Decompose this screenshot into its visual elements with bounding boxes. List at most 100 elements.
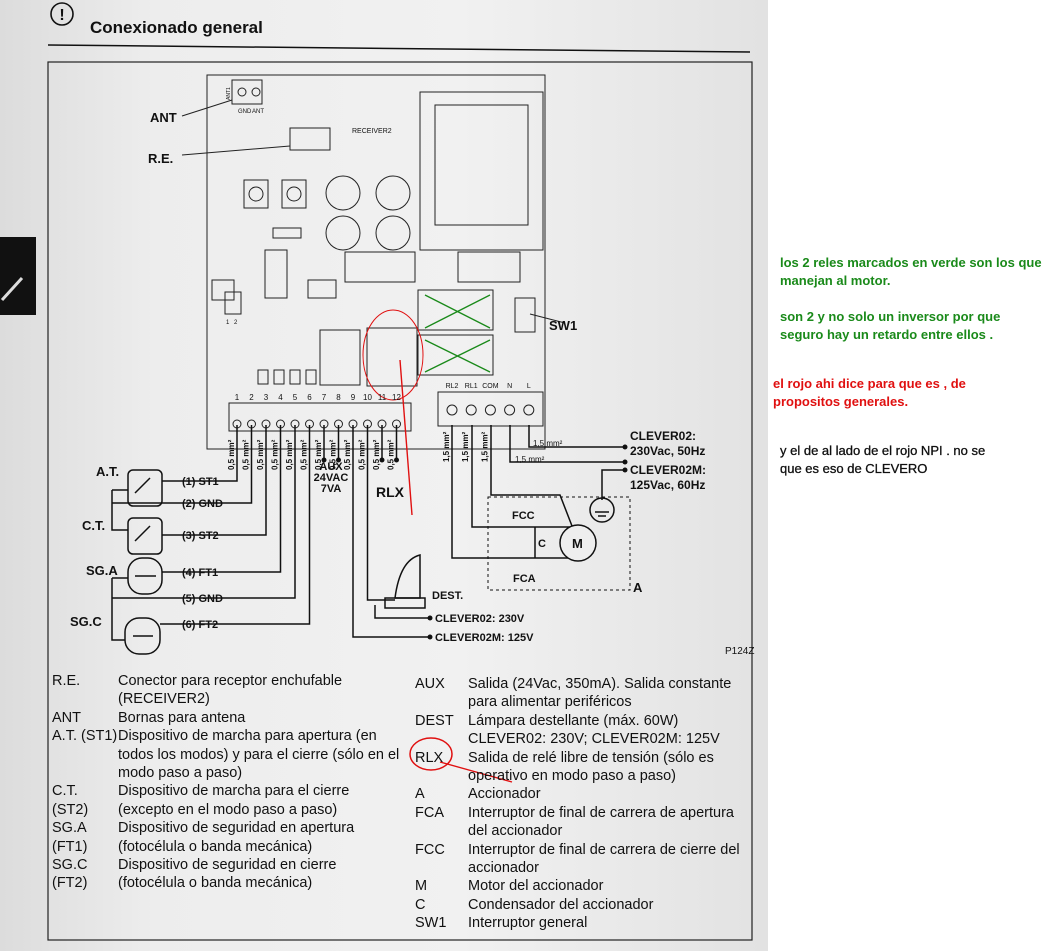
legend-key: M — [415, 878, 428, 895]
gauge-label: 0,5 mm² — [314, 439, 323, 470]
legend-row: DEST Lámpara destellante (máx. 60W) CLEVE… — [415, 712, 755, 749]
legend-key: ANT — [52, 709, 81, 726]
side-tab — [0, 237, 36, 315]
motor-symbol — [559, 524, 597, 562]
legend-desc: Motor del accionador — [468, 878, 604, 895]
fcc-label: FCC — [512, 510, 535, 522]
gauge-label: 1,5 mm² — [533, 439, 563, 448]
gauge-label: 0,5 mm² — [256, 439, 265, 470]
terminal-block-power — [437, 391, 544, 427]
rlx-red-line — [439, 761, 513, 783]
terminal-number: 2 — [249, 393, 254, 402]
relay-mark-green — [424, 339, 491, 373]
sga-device — [127, 557, 163, 595]
sw1-label: SW1 — [549, 318, 577, 333]
terminal-number: 12 — [392, 393, 401, 402]
terminal-number: 11 — [378, 393, 387, 402]
gauge-label: 1,5 mm² — [515, 455, 545, 464]
gauge-label: 0,5 mm² — [372, 439, 381, 470]
legend-desc: Interruptor de final de carrera de apert… — [468, 804, 734, 840]
wire-label: (5) GND — [182, 593, 223, 605]
legend-row: R.E. Conector para receptor enchufable (R… — [52, 672, 402, 709]
legend-desc: Interruptor general — [468, 915, 588, 932]
power-terminal-label: L — [527, 383, 531, 390]
capacitor-label: C — [538, 538, 546, 550]
legend-row: A.T. (ST1)Dispositivo de marcha para ape… — [52, 727, 402, 782]
control-board — [206, 74, 546, 450]
dest-230-label: CLEVER02: 230V — [435, 613, 525, 625]
legend-row: FCA Interruptor de final de carrera de ap… — [415, 804, 755, 841]
header-rule — [47, 44, 751, 53]
actuator-box — [487, 496, 631, 591]
power-terminal-screw — [446, 404, 458, 416]
legend-desc: Dispositivo de marcha para apertura (en … — [118, 728, 400, 782]
terminal-number: 6 — [307, 393, 312, 402]
legend-key: R.E. — [52, 673, 81, 689]
flashing-lamp-icon — [394, 554, 421, 599]
legend-desc: Lámpara destellante (máx. 60W) CLEVER02:… — [468, 712, 720, 748]
legend-key: A — [415, 786, 425, 803]
sgc-label: SG.C — [70, 614, 102, 629]
aux-label: AUX — [319, 461, 343, 473]
sga-label: SG.A — [86, 563, 118, 578]
annotation-red: el rojo ahi dice para que es , de propos… — [773, 376, 966, 409]
power-terminal-label: N — [507, 383, 512, 390]
terminal-number: 3 — [264, 393, 269, 402]
ant1-label: ANT1 — [226, 87, 232, 100]
legend-desc: Conector para receptor enchufable (RECEI… — [118, 673, 343, 708]
terminal-number: 9 — [351, 393, 356, 402]
gauge-label: 1,5 mm² — [461, 431, 470, 462]
annotation-green-1: los 2 reles marcados en verde son los qu… — [780, 255, 1042, 288]
legend-desc: Salida (24Vac, 350mA). Salida constante … — [468, 676, 732, 711]
terminal-number: 1 — [235, 393, 240, 402]
actuator-label: A — [633, 580, 643, 595]
legend-row: RLX Salida de relé libre de tensión (sólo… — [415, 749, 755, 786]
terminal-number: 10 — [363, 393, 372, 402]
supply-125-label: 125Vac, 60Hz — [630, 478, 705, 492]
gauge-label: 0,5 mm² — [358, 439, 367, 470]
gauge-label: 0,5 mm² — [227, 439, 236, 470]
legend-key: C — [415, 896, 426, 913]
legend-key: DEST — [415, 712, 454, 729]
legend-desc: Dispositivo de marcha para el cierre (ex… — [118, 783, 350, 818]
figure-frame — [47, 61, 753, 941]
side-tab-icon — [0, 276, 24, 302]
dip-switch[interactable] — [224, 291, 242, 315]
red-pointer-line — [399, 359, 413, 516]
legend-row: A Accionador — [415, 785, 755, 803]
sgc-device — [124, 617, 161, 655]
legend-desc: Salida de relé libre de tensión (sólo es… — [468, 749, 714, 785]
dip-label: 1 — [226, 320, 230, 326]
legend-row: ANT Bornas para antena — [52, 709, 402, 727]
legend-key: C.T. (ST2) — [52, 783, 89, 818]
legend-key: RLX — [415, 749, 444, 766]
ground-icon — [589, 497, 615, 523]
relay-mark-green — [424, 294, 491, 329]
gauge-label: 0,5 mm² — [242, 439, 251, 470]
at-label: A.T. — [96, 464, 119, 479]
svg-text:!: ! — [59, 7, 64, 24]
legend-row: SG.C (FT2)Dispositivo de seguridad en ci… — [52, 856, 402, 893]
rlx-red-circle — [409, 737, 453, 771]
gauge-label: 0,5 mm² — [285, 439, 294, 470]
legend-key: FCC — [415, 841, 445, 858]
legend-desc: Bornas para antena — [118, 709, 246, 726]
legend-key: A.T. (ST1) — [52, 728, 118, 745]
power-terminal-screw — [523, 404, 535, 416]
gauge-label: 0,5 mm² — [343, 439, 352, 470]
rlx-label: RLX — [376, 484, 405, 500]
gauge-label: 1,5 mm² — [442, 431, 451, 462]
power-terminal-label: COM — [482, 383, 499, 390]
legend-key: FCA — [415, 804, 444, 821]
legend-desc: Accionador — [468, 786, 541, 803]
ant-small-label: ANT — [252, 109, 264, 115]
legend-desc: Dispositivo de seguridad en apertura (fo… — [118, 820, 355, 855]
relay-2 — [417, 334, 494, 376]
power-terminal-screw — [484, 404, 496, 416]
gnd-small-label: GND — [238, 109, 252, 115]
wire-label: (2) GND — [182, 498, 223, 510]
gauge-label: 1,5 mm² — [480, 431, 489, 462]
supply-230-label: CLEVER02: — [630, 429, 696, 443]
